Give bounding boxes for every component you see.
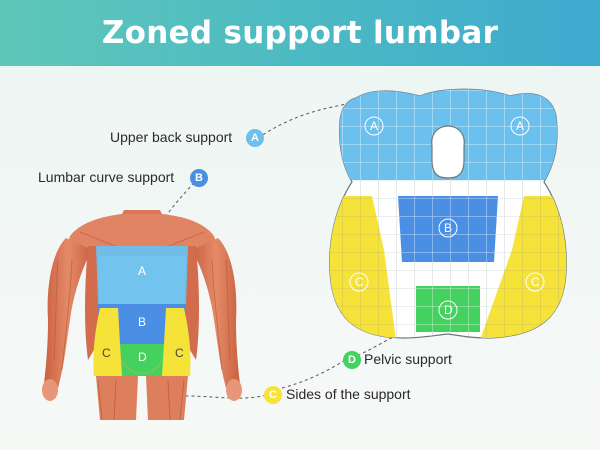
- body-letter-c-left: C: [102, 346, 111, 360]
- body-letter-a: A: [138, 264, 147, 278]
- body-zone-c-right: [160, 308, 191, 376]
- callout-lumbar-curve-label: Lumbar curve support: [38, 169, 175, 185]
- connector-lumbar: [165, 177, 199, 217]
- cushion-letter-b: B: [444, 221, 453, 235]
- callout-upper-back-badge: A: [246, 129, 264, 147]
- body-zone-b: [98, 304, 186, 344]
- cushion-zone-markers: [349, 116, 545, 320]
- body-zone-c-left: [93, 308, 124, 376]
- callout-pelvic-badge: D: [343, 351, 361, 369]
- body-letter-b: B: [138, 315, 147, 329]
- title-banner: [0, 0, 600, 66]
- callout-sides-badge: C: [264, 386, 282, 404]
- cushion-letter-d: D: [444, 303, 453, 317]
- body-zone-a: [96, 246, 188, 304]
- cushion-letter-c-right: C: [531, 275, 540, 289]
- cushion-letter-a-left: A: [370, 119, 379, 133]
- callout-sides-label: Sides of the support: [286, 386, 411, 402]
- callout-upper-back-label: Upper back support: [110, 129, 233, 145]
- callout-lumbar-curve-badge: B: [190, 169, 208, 187]
- callout-pelvic-label: Pelvic support: [364, 351, 452, 367]
- body-letter-d: D: [138, 350, 147, 364]
- body-letter-c-right: C: [175, 346, 184, 360]
- page-title: Zoned support lumbar: [101, 15, 499, 51]
- cushion-letter-a-right: A: [516, 119, 525, 133]
- human-back-figure: [42, 210, 242, 421]
- cushion-letter-c-left: C: [355, 275, 364, 289]
- cushion-cutout: [431, 125, 465, 179]
- lumbar-cushion: [329, 88, 567, 339]
- body-zone-d: [120, 344, 164, 376]
